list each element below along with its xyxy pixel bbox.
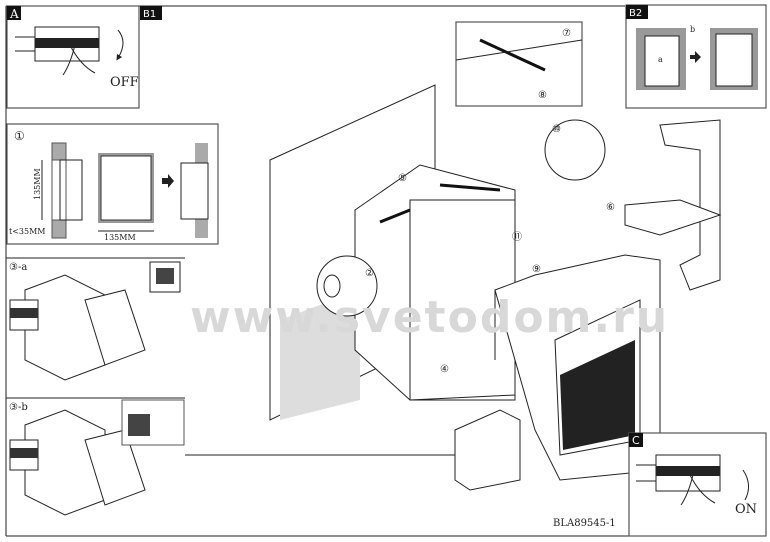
callout-8: ⑧ bbox=[538, 90, 547, 101]
panel-c-badge: C bbox=[632, 434, 640, 447]
panel-b2-badge: B2 bbox=[629, 8, 642, 19]
width-dimension: 135MM bbox=[104, 233, 136, 242]
callout-7: ⑦ bbox=[562, 28, 571, 39]
callout-9: ⑨ bbox=[532, 264, 541, 275]
callout-2: ② bbox=[365, 268, 374, 279]
step1-badge: ① bbox=[14, 129, 25, 143]
panel-step3b-wiring: ③-b bbox=[6, 397, 455, 516]
callout-6: ⑥ bbox=[606, 202, 615, 213]
panel-c-switch-on: C ON bbox=[628, 432, 767, 537]
watermark: www.svetodom.ru bbox=[190, 292, 669, 343]
on-label: ON bbox=[735, 502, 757, 517]
model-code: BLA89545-1 bbox=[553, 518, 616, 529]
mark-a: a bbox=[658, 55, 663, 64]
callout-5: ⑤ bbox=[398, 173, 407, 184]
mark-b: b bbox=[690, 25, 695, 34]
panel-b1-badge: B1 bbox=[143, 9, 156, 20]
junction-box bbox=[454, 409, 521, 491]
callout-4: ④ bbox=[440, 364, 449, 375]
wall-dotted-area bbox=[280, 290, 360, 420]
panel-step1-cutout: ① 135MM t<35MM 135MM bbox=[6, 123, 219, 245]
step3b-badge: ③-b bbox=[9, 402, 28, 413]
panel-step7-detail bbox=[455, 21, 583, 107]
step3a-badge: ③-a bbox=[9, 262, 27, 273]
panel-b1-badge-bg bbox=[140, 6, 162, 20]
screw-detail bbox=[316, 255, 378, 317]
panel-a-switch-off: A OFF bbox=[6, 5, 140, 109]
step10-detail bbox=[544, 119, 606, 181]
panel-b2: B2 a b bbox=[625, 4, 767, 109]
arrow-right-icon bbox=[690, 51, 701, 63]
mounting-bracket bbox=[659, 119, 721, 291]
bracket-plate bbox=[624, 199, 722, 236]
panel-a-badge: A bbox=[9, 7, 19, 21]
panel-step3a-wiring: ③-a bbox=[6, 257, 185, 381]
callout-11: ⑪ bbox=[512, 231, 522, 243]
height-dimension: 135MM bbox=[33, 168, 42, 200]
lamp-fixture bbox=[494, 254, 661, 481]
callout-10: ⑩ bbox=[552, 124, 561, 135]
screw-head-icon bbox=[323, 274, 341, 298]
mounting-box bbox=[354, 164, 516, 401]
thickness-dimension: t<35MM bbox=[9, 227, 45, 236]
off-label: OFF bbox=[110, 75, 139, 90]
